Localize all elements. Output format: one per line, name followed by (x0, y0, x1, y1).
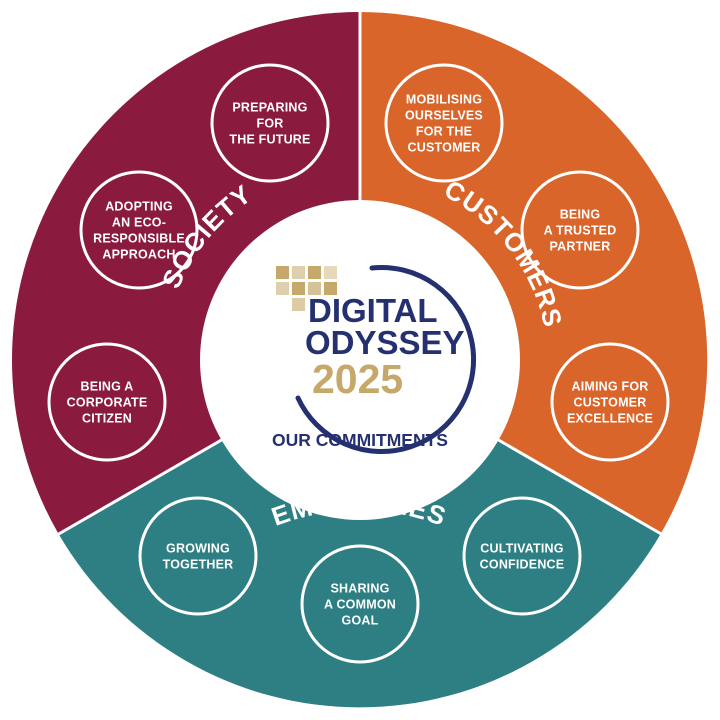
commitment-text-line: APPROACH (102, 248, 175, 262)
commitment-circle (138, 496, 258, 616)
commitment-text-line: CUSTOMER (574, 396, 647, 410)
logo-year: 2025 (312, 356, 403, 402)
commitment-text-line: BEING A (80, 380, 133, 394)
pixel-square (324, 282, 337, 295)
commitment-text-line: CULTIVATING (480, 542, 563, 556)
commitment-circle (550, 342, 670, 462)
pixel-square (276, 282, 289, 295)
commitment-text-line: BEING (560, 208, 601, 222)
commitment-circle (47, 342, 167, 462)
commitment-text-line: EXCELLENCE (567, 412, 653, 426)
wheel-segments (11, 10, 708, 708)
logo: DIGITAL ODYSSEY 2025 (276, 265, 476, 454)
employees-commitment-1: GROWING TOGETHER (138, 496, 258, 616)
commitment-circle (210, 63, 330, 183)
commitment-circle (462, 496, 582, 616)
commitment-text-line: THE FUTURE (229, 133, 310, 147)
customers-commitment-3: AIMING FOR CUSTOMER EXCELLENCE (550, 342, 670, 462)
employees-segment (58, 360, 661, 708)
center-disc (200, 200, 520, 520)
society-commitment-3: BEING A CORPORATE CITIZEN (47, 342, 167, 462)
customers-commitment-1: MOBILISING OURSELVES FOR THE CUSTOMER (384, 63, 504, 183)
commitment-text-line: GOAL (342, 614, 379, 628)
commitment-text-line: PARTNER (550, 240, 611, 254)
commitment-text-line: A COMMON (324, 598, 396, 612)
commitment-text-line: GROWING (166, 542, 230, 556)
pixel-square (308, 266, 321, 279)
commitment-text-line: OURSELVES (405, 109, 483, 123)
pixel-square (292, 282, 305, 295)
commitment-items: PREPARING FOR THE FUTURE ADOPTING AN ECO- RES… (47, 63, 670, 664)
commitment-text-line: AN ECO- (112, 216, 166, 230)
employees-commitment-2: SHARING A COMMON GOAL (300, 544, 420, 664)
logo-line-1: DIGITAL (308, 292, 438, 329)
commitment-circle (520, 170, 640, 290)
customers-commitment-2: BEING A TRUSTED PARTNER (520, 170, 640, 290)
logo-line-2: ODYSSEY (305, 324, 465, 361)
commitment-text-line: FOR (257, 117, 284, 131)
commitment-circle (384, 63, 504, 183)
commitment-circle (300, 544, 420, 664)
center-caption: OUR COMMITMENTS (272, 430, 448, 450)
pixel-square (324, 266, 337, 279)
commitment-text-line: PREPARING (232, 101, 307, 115)
commitment-text-line: FOR THE (416, 125, 472, 139)
pixel-square (276, 266, 289, 279)
commitment-text-line: A TRUSTED (544, 224, 617, 238)
commitment-text-line: MOBILISING (406, 93, 482, 107)
commitment-text-line: ADOPTING (105, 200, 173, 214)
commitment-text-line: SHARING (330, 582, 389, 596)
pixel-square (292, 298, 305, 311)
commitment-text-line: CITIZEN (82, 412, 132, 426)
commitment-circle (79, 170, 199, 290)
pixel-mark-icon (276, 266, 337, 311)
pixel-square (308, 282, 321, 295)
commitment-text-line: CUSTOMER (408, 141, 481, 155)
commitment-text-line: CORPORATE (67, 396, 148, 410)
commitment-text-line: CONFIDENCE (480, 558, 565, 572)
commitment-text-line: RESPONSIBLE (93, 232, 185, 246)
pixel-square (292, 266, 305, 279)
commitment-text-line: TOGETHER (163, 558, 234, 572)
society-commitment-2: ADOPTING AN ECO- RESPONSIBLE APPROACH (79, 170, 199, 290)
orbit-arc-icon (295, 265, 476, 454)
society-commitment-1: PREPARING FOR THE FUTURE (210, 63, 330, 183)
commitment-text-line: AIMING FOR (572, 380, 649, 394)
employees-commitment-3: CULTIVATING CONFIDENCE (462, 496, 582, 616)
